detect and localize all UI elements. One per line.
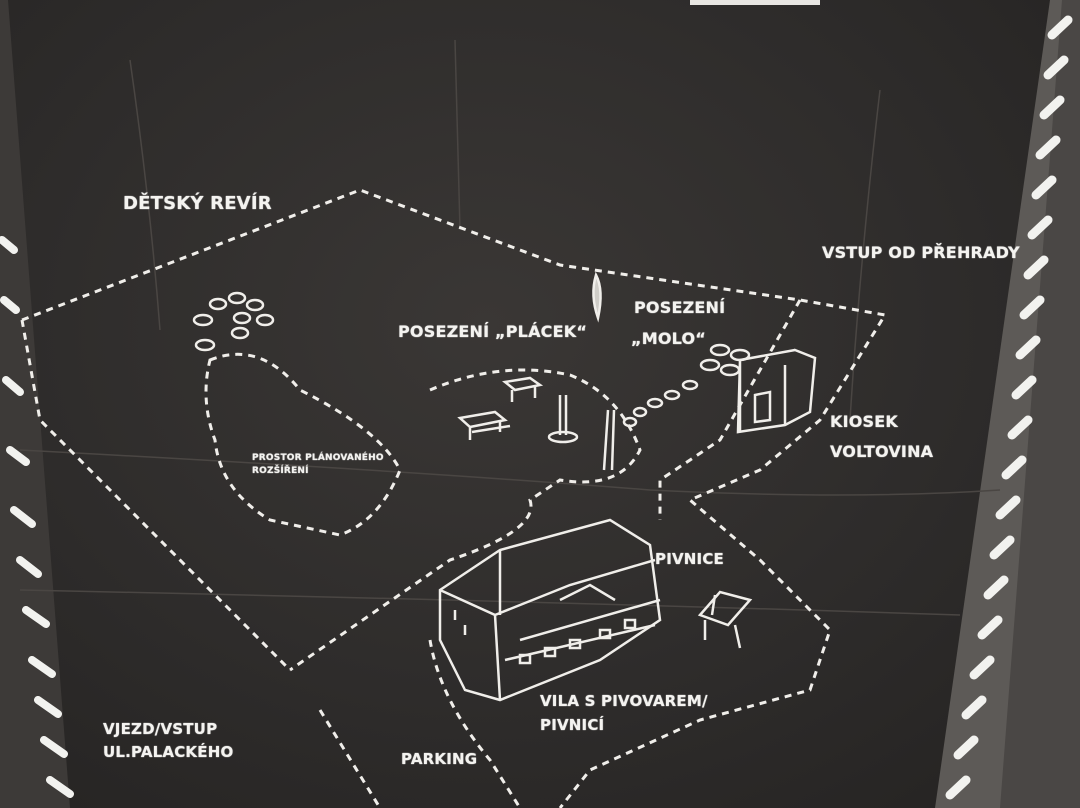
label-kiosk-2: VOLTOVINA [830, 442, 934, 461]
stepping-stones [192, 291, 275, 352]
path-left [318, 709, 382, 808]
path-parking [428, 639, 522, 808]
tree-mark [592, 271, 602, 323]
left-frame-chalk-marks [0, 236, 74, 798]
right-frame-chalk-marks [945, 15, 1073, 800]
benches [457, 376, 544, 440]
right-frame-inner [1000, 0, 1080, 808]
post [558, 395, 568, 435]
post-base [547, 430, 579, 444]
label-seating-placek: POSEZENÍ „PLÁCEK“ [398, 322, 588, 341]
left-frame-edge [0, 0, 70, 808]
area-boundary [21, 188, 888, 808]
villa-building [438, 518, 662, 702]
label-entrance-dam: VSTUP OD PŘEHRADY [822, 243, 1020, 262]
label-parking: PARKING [401, 750, 478, 768]
label-planned-expansion-1: PROSTOR PLÁNOVANÉHO [252, 453, 384, 463]
label-villa-1: VILA S PIVOVAREM/ [540, 692, 708, 710]
kiosk-building [736, 348, 817, 434]
planned-expansion-outline [204, 352, 402, 537]
post-2 [602, 409, 616, 471]
label-pub: PIVNICE [655, 550, 724, 568]
molo-stones [622, 343, 751, 428]
label-children-area: DĚTSKÝ REVÍR [123, 193, 272, 214]
path-placek [289, 368, 642, 672]
pub-seating [697, 590, 753, 649]
label-seating-molo-1: POSEZENÍ [634, 298, 726, 317]
area-boundary-left [20, 319, 292, 672]
label-planned-expansion-2: ROZŠÍŘENÍ [252, 466, 309, 476]
label-entrance-street-1: VJEZD/VSTUP [103, 720, 218, 738]
top-cut-text [690, 0, 820, 5]
label-entrance-street-2: UL.PALACKÉHO [103, 743, 234, 761]
label-kiosk-1: KIOSEK [830, 412, 899, 431]
label-villa-2: PIVNICÍ [540, 716, 605, 734]
path-kiosk [658, 299, 802, 520]
label-seating-molo-2: „MOLO“ [631, 329, 706, 348]
